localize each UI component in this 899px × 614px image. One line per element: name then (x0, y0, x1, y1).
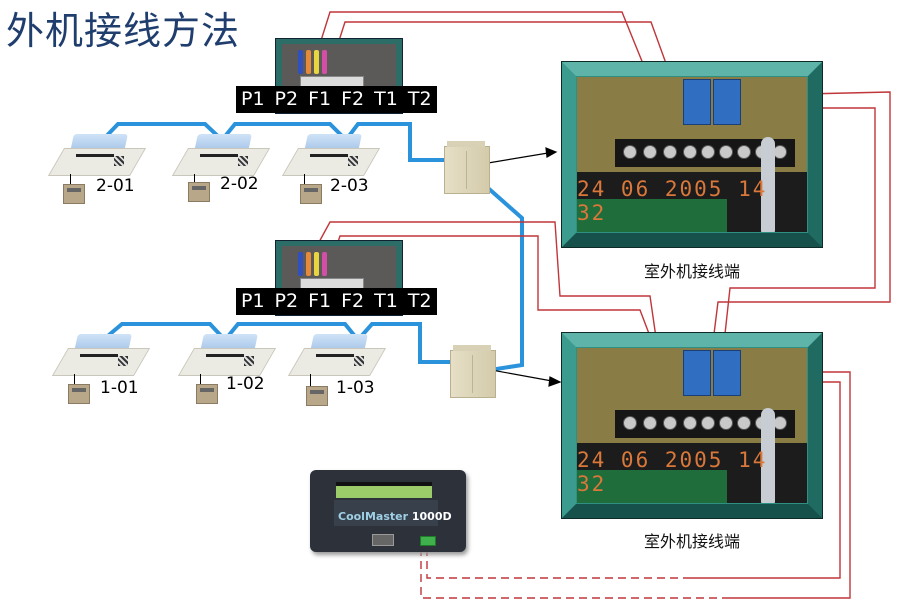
terminal-label: F1 (308, 290, 332, 312)
unit-label: 1-01 (100, 378, 139, 398)
pipe-system-1 (101, 322, 450, 364)
photo-caption: 室外机接线端 (644, 532, 741, 551)
indoor-unit-icon (51, 334, 151, 394)
outdoor-unit-icon (444, 141, 490, 194)
wire-odu2-b (717, 107, 876, 399)
unit-label: 1-03 (336, 378, 375, 398)
wire-f2-mid (335, 235, 676, 403)
model-text: Master (364, 510, 409, 523)
serial-port (372, 534, 394, 546)
remote-controller-icon (300, 184, 322, 204)
brand-text: Cool (338, 510, 365, 523)
outdoor-unit-icon (450, 345, 496, 398)
wire-controller-b (420, 548, 730, 599)
indoor-unit-icon (177, 334, 277, 394)
remote-controller-icon (188, 182, 210, 202)
wire-f1-top (317, 11, 649, 77)
terminal-label: F2 (341, 88, 365, 110)
controller-brand-label: CoolMaster 1000D (334, 500, 452, 526)
unit-label: 2-02 (220, 174, 259, 194)
terminal-label: P2 (274, 88, 299, 110)
terminal-label: P1 (241, 290, 265, 312)
outdoor-terminal-photo: 24 06 2005 14 32 (561, 332, 823, 519)
unit-label: 2-03 (330, 176, 369, 196)
indoor-unit-icon (47, 134, 147, 194)
coolmaster-controller: CoolMaster 1000D (310, 470, 466, 552)
indoor-unit-icon (171, 134, 271, 194)
pipe-system-2 (93, 122, 445, 162)
unit-label: 1-02 (226, 374, 265, 394)
photo-timestamp: 24 06 2005 14 32 (577, 448, 768, 496)
model-number: 1000D (411, 510, 452, 523)
remote-controller-icon (63, 184, 85, 204)
indoor-unit-icon (281, 134, 381, 194)
pipe-link-odus (486, 186, 524, 372)
terminal-labels-system-2: P1 P2 F1 F2 T1 T2 (236, 86, 437, 113)
terminal-label: F2 (341, 290, 365, 312)
terminal-label: T2 (407, 88, 432, 110)
remote-controller-icon (68, 384, 90, 404)
terminal-label: P2 (274, 290, 299, 312)
photo-caption: 室外机接线端 (644, 262, 741, 281)
terminal-label: T1 (374, 88, 398, 110)
remote-controller-icon (306, 386, 328, 406)
wire-f1-mid (317, 221, 666, 401)
photo-timestamp: 24 06 2005 14 32 (577, 177, 768, 225)
terminal-label: P1 (241, 88, 265, 110)
terminal-label: F1 (308, 88, 332, 110)
terminal-label: T2 (407, 290, 432, 312)
terminal-labels-system-1: P1 P2 F1 F2 T1 T2 (236, 288, 437, 315)
remote-controller-icon (196, 384, 218, 404)
wire-controller-a (426, 548, 690, 579)
lcd-display (336, 482, 432, 498)
page-title: 外机接线方法 (6, 9, 241, 53)
wire-f2-top (335, 21, 673, 81)
indoor-unit-icon (287, 334, 387, 394)
unit-label: 2-01 (96, 176, 135, 196)
terminal-label: T1 (374, 290, 398, 312)
outdoor-terminal-photo: 24 06 2005 14 32 (561, 61, 823, 248)
terminal-connector (420, 536, 436, 546)
